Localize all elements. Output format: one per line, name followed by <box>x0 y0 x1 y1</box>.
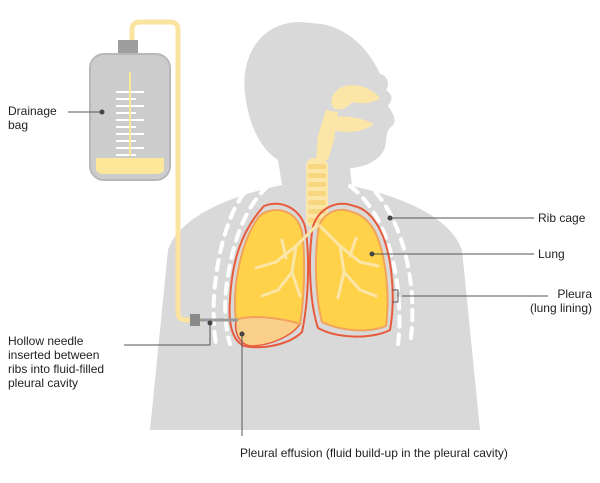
label-lung: Lung <box>538 247 565 261</box>
trachea-ring <box>308 200 326 205</box>
pharynx <box>316 110 338 160</box>
label-pleural-effusion: Pleural effusion (fluid build-up in the … <box>240 446 508 460</box>
leader-pleura <box>392 289 548 303</box>
label-hollow-needle-line3: ribs into fluid-filled <box>8 362 105 376</box>
dot-pleural-effusion <box>239 331 245 337</box>
needle-hub <box>190 314 200 326</box>
dot-lung <box>369 251 375 257</box>
label-hollow-needle: Hollow needle inserted between ribs into… <box>8 334 104 390</box>
trachea-ring <box>308 182 326 187</box>
rib-arc-left-outer <box>211 178 258 346</box>
label-drainage-bag: Drainage bag <box>8 104 57 132</box>
nasal-cavity <box>331 85 380 110</box>
label-rib-cage: Rib cage <box>538 211 586 225</box>
label-pleura-line1: Pleura <box>557 287 592 301</box>
mouth-cavity <box>330 116 374 132</box>
rib-cage <box>211 178 415 346</box>
label-pleura: Pleura (lung lining) <box>530 287 592 315</box>
label-hollow-needle-line4: pleural cavity <box>8 376 79 390</box>
label-hollow-needle-line1: Hollow needle <box>8 334 84 348</box>
rib-arc-right-outer <box>360 178 415 346</box>
dot-drainage-bag <box>99 109 105 115</box>
label-drainage-bag-line2: bag <box>8 118 29 132</box>
label-hollow-needle-line2: inserted between <box>8 348 100 362</box>
bronchial-tree <box>254 224 380 300</box>
trachea-ring <box>308 191 326 196</box>
dot-rib-cage <box>387 215 393 221</box>
trachea-ring <box>308 173 326 178</box>
left-lung <box>233 209 306 326</box>
rib-arc-right <box>348 184 402 346</box>
lungs <box>228 202 394 349</box>
drainage-system <box>89 19 238 326</box>
trachea-ring <box>308 164 326 169</box>
dot-hollow-needle <box>207 320 213 326</box>
bag-cap <box>118 40 138 56</box>
bag-fluid <box>96 158 164 174</box>
bag-measurement-scale <box>116 72 144 156</box>
leader-lines <box>68 109 548 436</box>
rib-arc-left <box>223 184 270 346</box>
label-pleura-line2: (lung lining) <box>529 301 592 315</box>
drainage-tube <box>129 19 203 323</box>
left-pleura <box>228 202 310 349</box>
label-drainage-bag-line1: Drainage <box>8 104 57 118</box>
bronchus-left <box>254 224 318 298</box>
airway <box>306 85 380 228</box>
leader-hollow-needle <box>124 324 211 346</box>
bronchus-right <box>318 224 380 300</box>
